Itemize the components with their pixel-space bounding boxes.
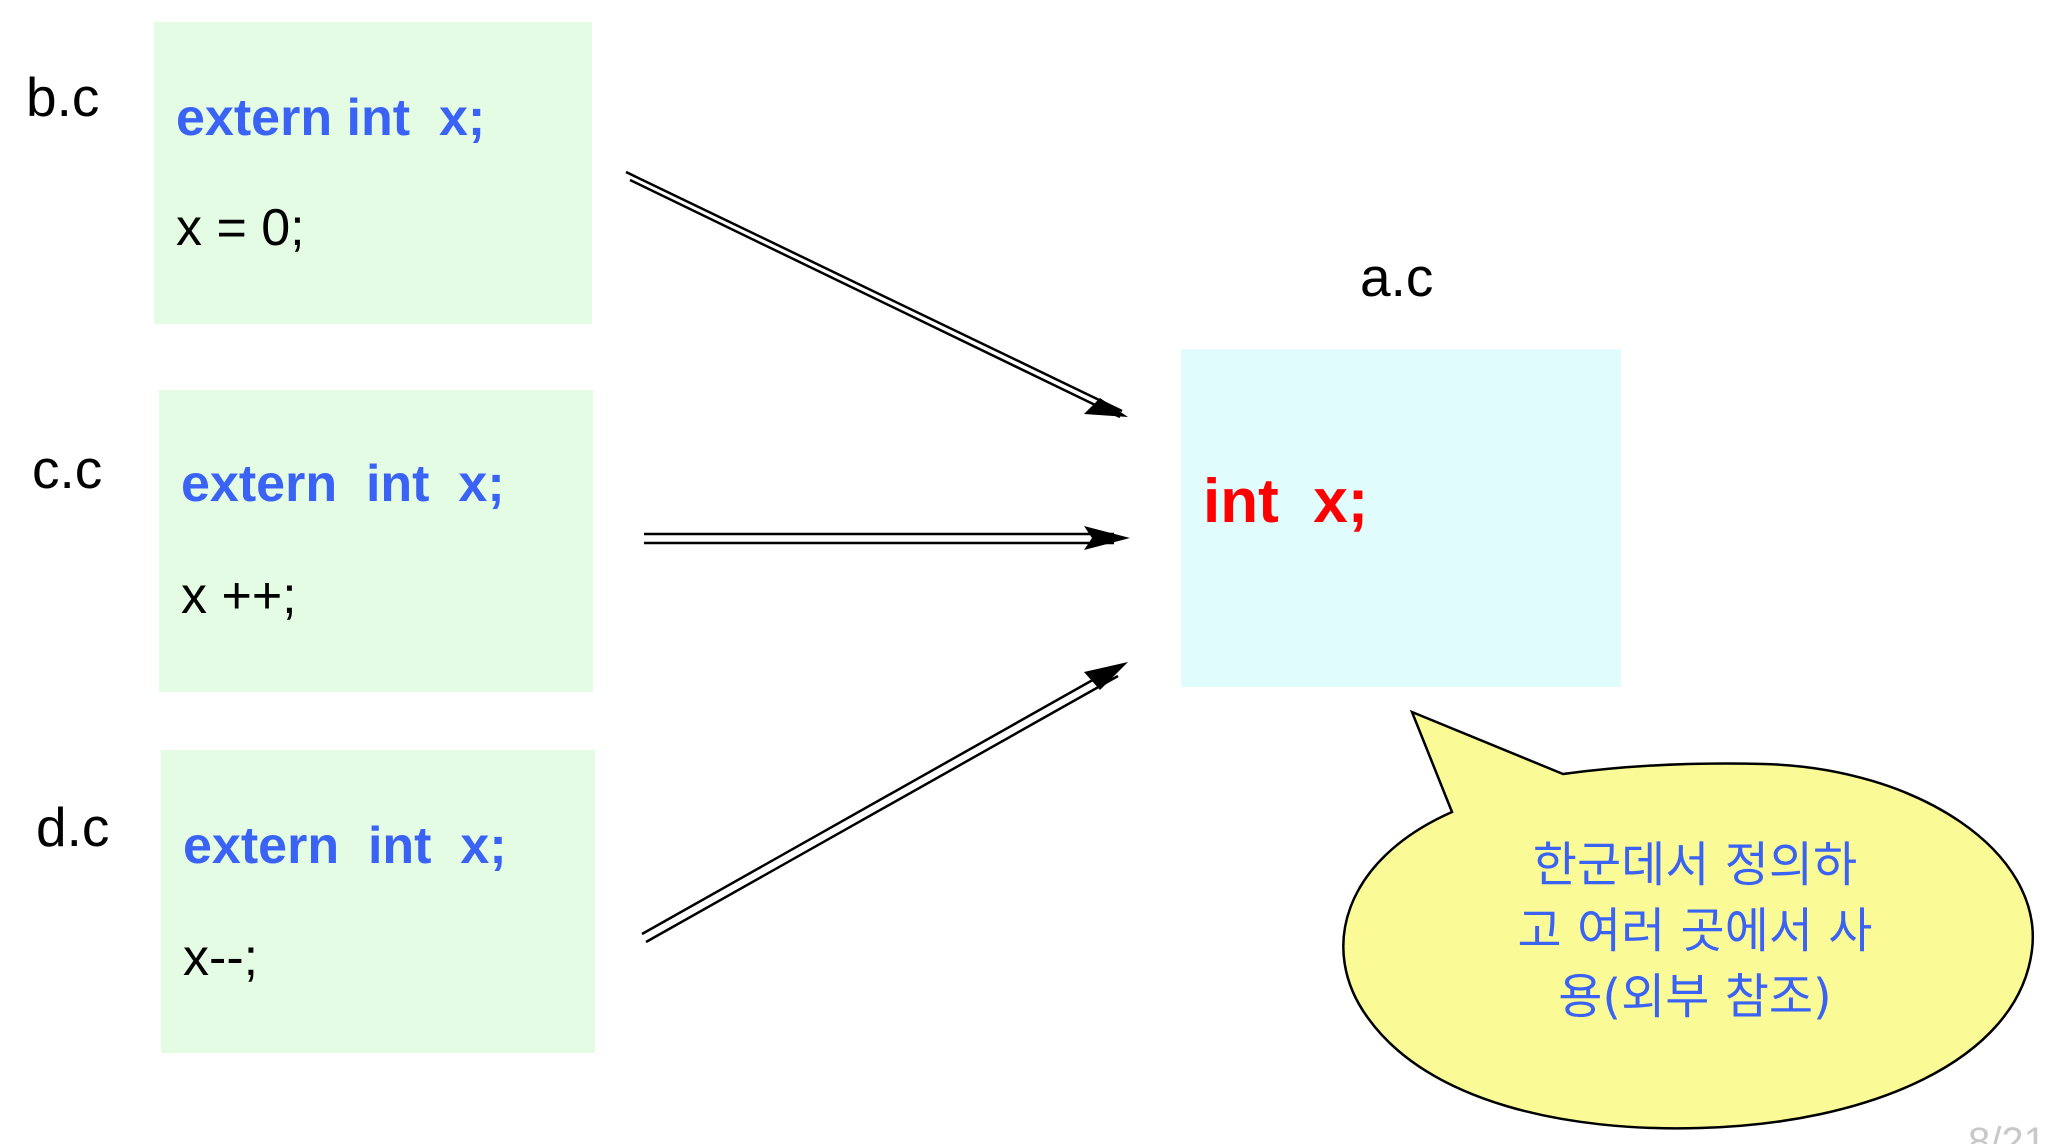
speech-bubble-shape xyxy=(1342,709,2035,1130)
callout-line-3: 용(외부 참조) xyxy=(1558,969,1832,1025)
code-box-a: int x; xyxy=(1181,349,1621,687)
code-box-c: extern int x; x ++; xyxy=(159,390,593,692)
increment-statement-c: x ++; xyxy=(181,567,297,625)
page-number: 8/21 xyxy=(1968,1120,2046,1144)
definition-a: int x; xyxy=(1203,467,1369,536)
callout-line-2: 고 여러 곳에서 사 xyxy=(1517,903,1873,959)
file-label-a: a.c xyxy=(1360,246,1434,308)
code-box-d: extern int x; x--; xyxy=(161,750,595,1053)
file-label-c: c.c xyxy=(32,438,103,500)
file-label-d: d.c xyxy=(36,796,110,858)
decrement-statement-d: x--; xyxy=(183,929,259,987)
arrow-c-to-a xyxy=(644,526,1130,550)
code-box-b: extern int x; x = 0; xyxy=(154,22,592,324)
arrow-d-to-a xyxy=(641,662,1128,944)
file-label-b: b.c xyxy=(26,66,100,128)
extern-declaration-c: extern int x; xyxy=(181,455,505,513)
callout-line-1: 한군데서 정의하 xyxy=(1532,837,1858,893)
extern-declaration-d: extern int x; xyxy=(183,817,507,875)
arrow-b-to-a xyxy=(625,170,1128,419)
callout-text: 한군데서 정의하 고 여러 곳에서 사 용(외부 참조) xyxy=(1430,832,1960,1030)
extern-declaration-b: extern int x; xyxy=(176,89,486,147)
assignment-statement-b: x = 0; xyxy=(176,199,305,257)
